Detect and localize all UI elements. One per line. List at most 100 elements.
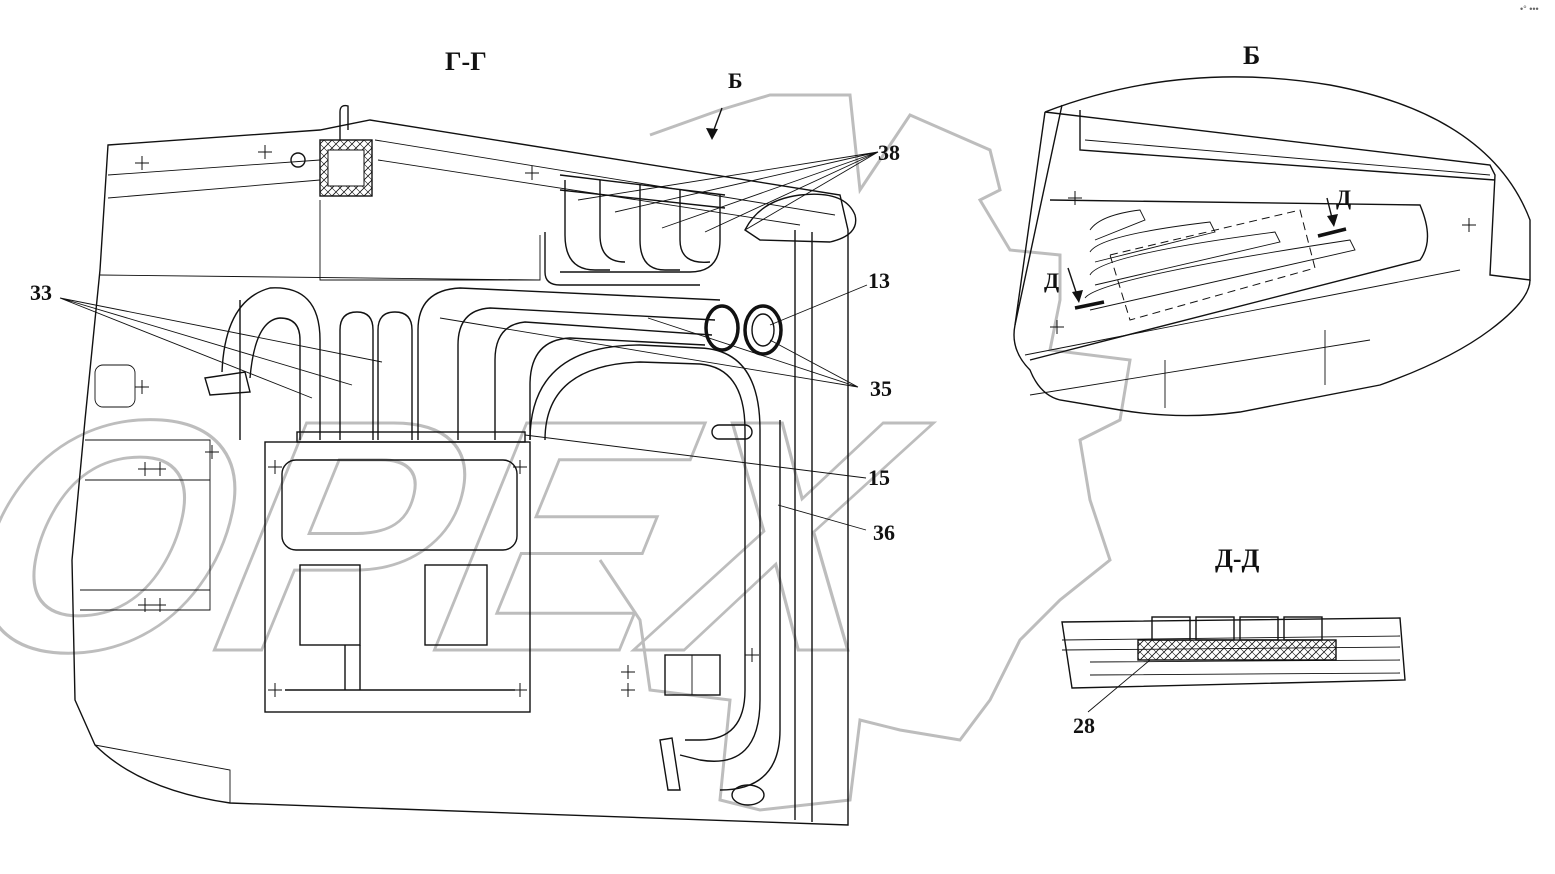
cut-mark-d-left [1074, 300, 1105, 310]
duct-35 [417, 287, 721, 440]
duct-13-collar [743, 304, 783, 356]
bolt-mark [268, 460, 282, 474]
duct-33 [221, 287, 321, 440]
callout-33: 33 [30, 280, 52, 305]
bolt-mark [513, 460, 527, 474]
detail-outline-bottom [1013, 111, 1531, 417]
bolt-mark [135, 156, 149, 170]
leader-33 [59, 297, 383, 399]
duct-35 [457, 307, 716, 440]
cut-arrowhead-right [1327, 214, 1338, 227]
view-b-arrowhead [706, 128, 718, 140]
leader-38 [744, 151, 879, 231]
bolt-mark [1050, 320, 1064, 334]
upper-panel-line [107, 179, 321, 199]
detail-groove [1089, 231, 1281, 286]
section-dd-duct [1195, 616, 1235, 641]
section-dd-ducts [1151, 616, 1323, 641]
detail-panel-line [1029, 339, 1371, 396]
detail-rib [1164, 330, 1326, 408]
duct-38 [639, 185, 680, 271]
duct-36-outer [719, 420, 781, 791]
watermark-gear [598, 93, 1132, 812]
duct-38-elbow [744, 193, 857, 243]
callout-15: 15 [868, 465, 890, 490]
slot-cutout [711, 424, 753, 440]
detail-groove [1089, 209, 1146, 241]
duct-36 [544, 361, 746, 741]
bolt-mark [513, 683, 527, 697]
callout-28: 28 [1073, 713, 1095, 738]
leader-15 [524, 434, 867, 479]
cut-mark-d-right [1317, 227, 1347, 238]
bolt-mark [621, 665, 635, 679]
duct-38-flange [559, 189, 726, 209]
cut-d-label-left: Д [1044, 268, 1059, 293]
bolt-mark [135, 380, 149, 394]
duct-group-38 [544, 174, 857, 286]
duct-35 [494, 321, 713, 440]
duct-group-33-35 [204, 287, 783, 806]
duct-36 [529, 344, 761, 762]
leader-35 [439, 317, 859, 388]
bolt-mark [138, 598, 166, 612]
bottom-sill [94, 744, 231, 803]
duct-36-end [731, 784, 765, 806]
side-cutout [94, 364, 136, 408]
heater-fan [299, 564, 361, 646]
duct-33 [249, 317, 301, 440]
leader-13 [769, 284, 868, 326]
callout-38: 38 [878, 140, 900, 165]
detail-roof-line [1079, 110, 1496, 181]
duct-13-inner [751, 313, 775, 347]
bolt-mark [745, 648, 759, 662]
duct-38 [679, 190, 711, 264]
detail-groove [1084, 239, 1356, 311]
heater-unit-15 [264, 431, 531, 713]
duct-38 [599, 180, 626, 263]
section-dd-view: Д-Д 28 [1061, 544, 1406, 738]
section-dd-title: Д-Д [1215, 544, 1260, 573]
watermark-text: OPEX [0, 351, 949, 720]
upper-panel-line [107, 159, 321, 176]
callout-36: 36 [873, 520, 895, 545]
leader-38 [577, 151, 879, 233]
heater-frame [264, 441, 531, 713]
roof-lower-line [99, 274, 541, 281]
top-vent-pipe [339, 104, 349, 140]
section-dd-outline [1061, 617, 1406, 689]
cabin-outline [71, 119, 849, 826]
bolt-mark [1462, 218, 1476, 232]
duct-38 [564, 180, 610, 271]
bolt-mark [525, 166, 539, 180]
seal-pad-28 [1137, 639, 1337, 661]
bolt-marks [135, 145, 759, 697]
duct-33-flange [204, 371, 251, 396]
cut-d-label-right: Д [1336, 185, 1351, 210]
section-dd-duct [1239, 616, 1279, 641]
duct-35 [529, 337, 706, 440]
callout-13: 13 [868, 268, 890, 293]
pivot-bolt [290, 152, 306, 168]
hidden-pad-outline [1109, 209, 1316, 321]
duct-13-collar [704, 304, 740, 352]
bolt-mark [258, 145, 272, 159]
view-b-title: Б [1243, 41, 1260, 70]
section-gg-view: Г-Г Б 38 33 13 35 15 36 [30, 47, 900, 826]
cut-arrowhead-left [1072, 290, 1083, 303]
detail-roof-line [1084, 139, 1491, 176]
duct-38-base [544, 232, 700, 286]
callout-35: 35 [870, 376, 892, 401]
bolt-mark [138, 462, 166, 476]
heater-pipe [344, 645, 361, 690]
top-duct-inner [327, 149, 365, 187]
watermark: OPEX [0, 93, 1132, 812]
duct-38 [560, 195, 721, 273]
bolt-mark [205, 445, 219, 459]
bolt-mark [268, 683, 282, 697]
heater-fan [424, 564, 488, 646]
duct-38-flange [559, 174, 726, 196]
section-dd-layer [1089, 659, 1401, 676]
bolt-mark [1068, 191, 1082, 205]
